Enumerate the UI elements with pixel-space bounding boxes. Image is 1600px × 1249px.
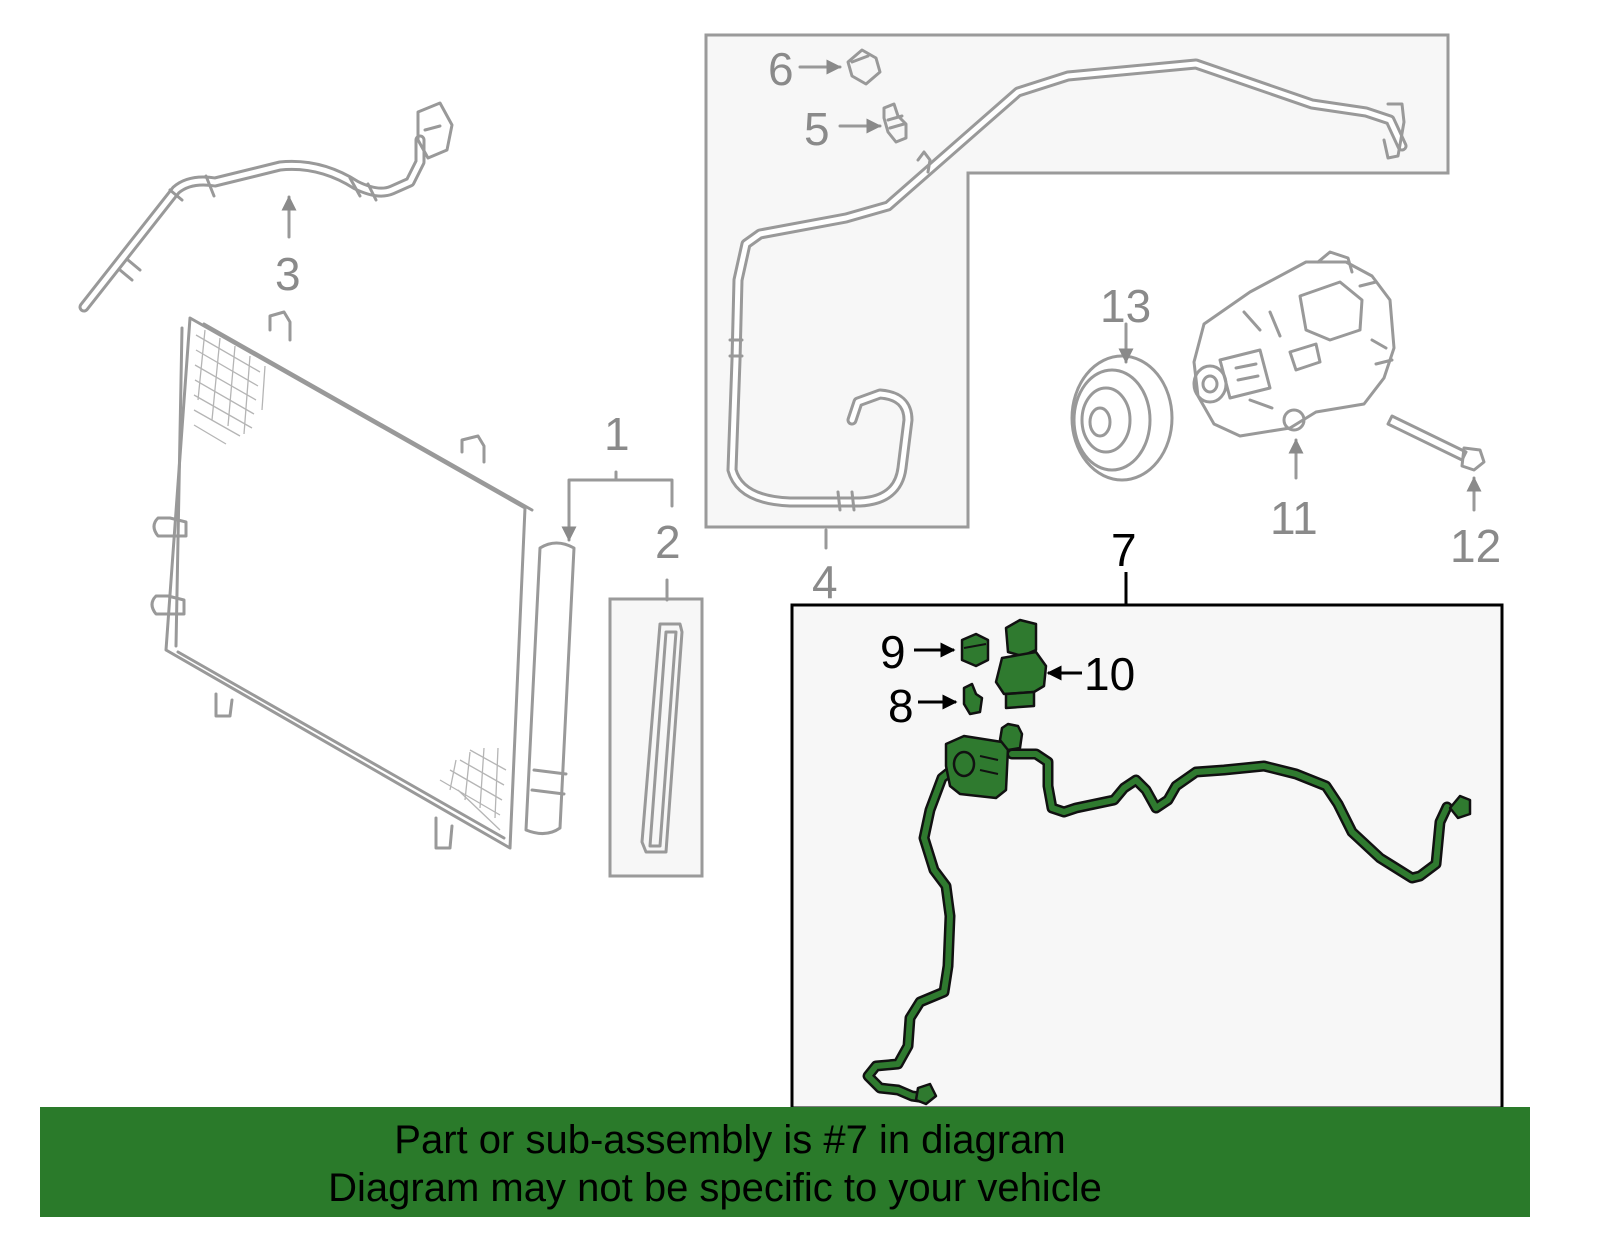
callout-3: 3 [275,248,301,300]
part-8-valve[interactable] [962,682,984,716]
part-11-compressor[interactable] [1192,250,1396,438]
part-3-hose[interactable] [78,101,454,313]
part-4-panel [704,33,1450,529]
callout-7: 7 [1111,524,1137,576]
part-5-valve[interactable] [882,102,908,144]
part-4-line[interactable] [726,58,1408,512]
callout-8: 8 [888,680,914,732]
callout-11: 11 [1270,492,1318,544]
part-2-desiccant[interactable] [640,622,684,854]
callout-9: 9 [880,626,906,678]
callout-4: 4 [812,556,838,608]
part-1-condenser[interactable] [150,310,576,850]
callout-2: 2 [655,516,681,568]
part-12-bolt[interactable] [1386,414,1486,472]
part-13-clutch[interactable] [1070,354,1174,482]
part-2-panel [608,597,704,878]
part-9-cap[interactable] [960,632,990,668]
callout-13: 13 [1100,280,1151,332]
callout-5: 5 [804,103,830,155]
part-7-line-assembly[interactable] [862,722,1472,1106]
part-10-switch[interactable] [994,618,1048,710]
part-6-cap[interactable] [846,48,882,86]
banner-line-1: Part or sub-assembly is #7 in diagram [394,1118,1066,1162]
callout-10: 10 [1084,648,1135,700]
info-banner: Part or sub-assembly is #7 in diagram Di… [40,1107,1530,1217]
callout-1-bracket [561,470,674,542]
banner-line-2: Diagram may not be specific to your vehi… [328,1166,1102,1210]
callout-1: 1 [604,408,630,460]
callout-12: 12 [1450,520,1501,572]
callout-6: 6 [768,43,794,95]
